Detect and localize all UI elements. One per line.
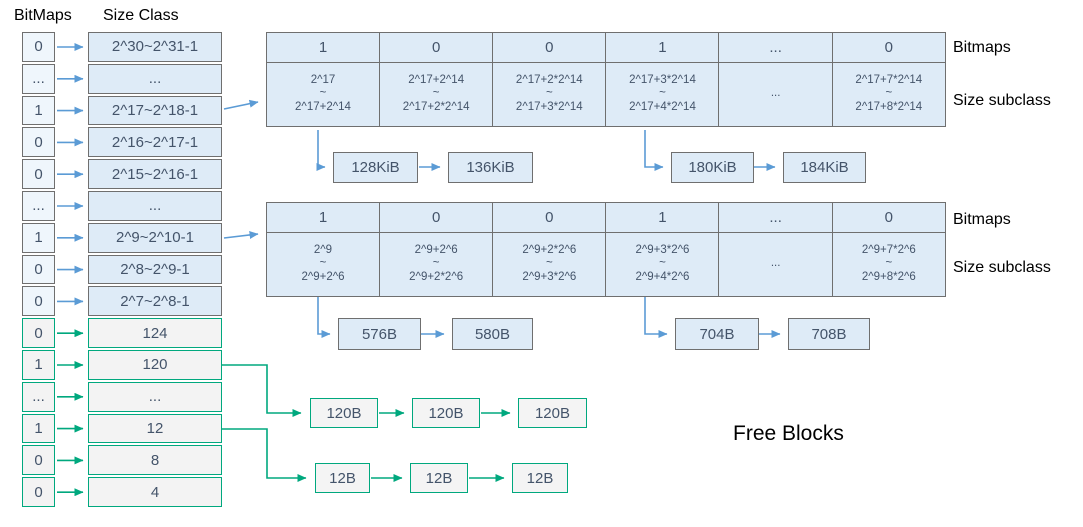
size-subclass-cell: 2^17+2^14 ~ 2^17+2*2^14 <box>378 61 494 127</box>
size-subclass-row: 2^9 ~ 2^9+2^6 2^9+2^6 ~ 2^9+2*2^6 2^9+2*… <box>265 231 946 297</box>
bitmap-row-cell: ... <box>718 201 833 233</box>
bitmap-cell: ... <box>22 381 55 412</box>
size-class-cell: 2^17~2^18-1 <box>88 95 222 126</box>
bitmaps-label-1: Bitmaps <box>953 39 1011 56</box>
bitmap-row-cell: 1 <box>265 201 381 233</box>
size-class-cell: 4 <box>88 477 222 507</box>
bitmap-row-cell: 0 <box>492 201 607 233</box>
bitmap-cell: 0 <box>22 127 55 158</box>
free-block-box: 12B <box>512 463 568 493</box>
free-block-box: 12B <box>410 463 468 493</box>
size-subclass-cell: 2^17 ~ 2^17+2^14 <box>265 61 381 127</box>
free-block-box: 184KiB <box>783 152 866 183</box>
size-subclass-cell: 2^9+3*2^6 ~ 2^9+4*2^6 <box>605 231 720 297</box>
bitmap-cell: 0 <box>22 254 55 285</box>
bitmap-row-cell: 0 <box>831 31 946 63</box>
subclass-table-2-17: 1 0 0 1 ... 0 2^17 ~ 2^17+2^14 2^17+2^14… <box>265 31 946 127</box>
bitmap-cell: 0 <box>22 318 55 348</box>
size-class-cell: 12 <box>88 413 222 444</box>
bitmap-row: 1 0 0 1 ... 0 <box>265 31 946 63</box>
bitmap-cell: 1 <box>22 95 55 126</box>
free-block-box: 704B <box>675 318 759 350</box>
size-class-cell: 124 <box>88 318 222 348</box>
free-block-box: 180KiB <box>671 152 754 183</box>
bitmap-cell: 0 <box>22 32 55 62</box>
free-block-box: 136KiB <box>448 152 533 183</box>
size-subclass-cell: 2^9+2^6 ~ 2^9+2*2^6 <box>378 231 494 297</box>
size-class-cell: ... <box>88 381 222 412</box>
bitmap-cell: 0 <box>22 286 55 317</box>
size-subclass-cell: ... <box>718 231 833 297</box>
size-subclass-cell: 2^17+7*2^14 ~ 2^17+8*2^14 <box>831 61 946 127</box>
bitmap-cell: 0 <box>22 159 55 189</box>
bitmap-row-cell: 1 <box>605 201 720 233</box>
free-block-box: 576B <box>338 318 421 350</box>
bitmap-cell: 1 <box>22 349 55 380</box>
free-block-box: 120B <box>518 398 587 428</box>
bitmaps-column-header: BitMaps <box>14 7 72 24</box>
size-class-column: 2^30~2^31-1 ... 2^17~2^18-1 2^16~2^17-1 … <box>88 32 222 507</box>
bitmap-row-cell: 0 <box>378 31 494 63</box>
bitmap-cell: 0 <box>22 477 55 507</box>
size-subclass-label-2: Size subclass <box>953 259 1051 276</box>
size-class-cell: ... <box>88 63 222 94</box>
size-subclass-cell: ... <box>718 61 833 127</box>
size-class-cell: 2^9~2^10-1 <box>88 222 222 253</box>
size-subclass-cell: 2^9 ~ 2^9+2^6 <box>265 231 381 297</box>
bitmap-row-cell: 1 <box>265 31 381 63</box>
size-subclass-cell: 2^17+2*2^14 ~ 2^17+3*2^14 <box>492 61 607 127</box>
bitmap-row-cell: 0 <box>378 201 494 233</box>
bitmap-cell: 1 <box>22 222 55 253</box>
bitmaps-label-2: Bitmaps <box>953 211 1011 228</box>
size-class-column-header: Size Class <box>103 7 179 24</box>
size-class-cell: 2^16~2^17-1 <box>88 127 222 158</box>
bitmap-cell: 0 <box>22 445 55 476</box>
size-subclass-cell: 2^9+7*2^6 ~ 2^9+8*2^6 <box>831 231 946 297</box>
size-subclass-cell: 2^17+3*2^14 ~ 2^17+4*2^14 <box>605 61 720 127</box>
size-subclass-label-1: Size subclass <box>953 92 1051 109</box>
bitmaps-column: 0 ... 1 0 0 ... 1 0 0 0 1 ... 1 0 0 <box>22 32 55 507</box>
free-block-box: 708B <box>788 318 870 350</box>
size-subclass-row: 2^17 ~ 2^17+2^14 2^17+2^14 ~ 2^17+2*2^14… <box>265 61 946 127</box>
bitmap-cell: ... <box>22 63 55 94</box>
size-class-cell: 2^8~2^9-1 <box>88 254 222 285</box>
bitmap-row: 1 0 0 1 ... 0 <box>265 201 946 233</box>
bitmap-row-cell: 1 <box>605 31 720 63</box>
bitmap-cell: ... <box>22 190 55 221</box>
size-class-cell: 120 <box>88 349 222 380</box>
bitmap-row-cell: 0 <box>492 31 607 63</box>
size-class-cell: 2^7~2^8-1 <box>88 286 222 317</box>
free-block-box: 120B <box>412 398 480 428</box>
free-block-box: 120B <box>310 398 378 428</box>
size-class-cell: ... <box>88 190 222 221</box>
size-class-cell: 2^30~2^31-1 <box>88 32 222 62</box>
free-block-box: 12B <box>315 463 370 493</box>
bitmap-cell: 1 <box>22 413 55 444</box>
size-class-cell: 8 <box>88 445 222 476</box>
subclass-table-2-9: 1 0 0 1 ... 0 2^9 ~ 2^9+2^6 2^9+2^6 ~ 2^… <box>265 201 946 297</box>
size-class-cell: 2^15~2^16-1 <box>88 159 222 189</box>
size-subclass-cell: 2^9+2*2^6 ~ 2^9+3*2^6 <box>492 231 607 297</box>
bitmap-row-cell: 0 <box>831 201 946 233</box>
free-block-box: 128KiB <box>333 152 418 183</box>
bitmap-row-cell: ... <box>718 31 833 63</box>
free-blocks-label: Free Blocks <box>733 422 844 445</box>
free-block-box: 580B <box>452 318 533 350</box>
